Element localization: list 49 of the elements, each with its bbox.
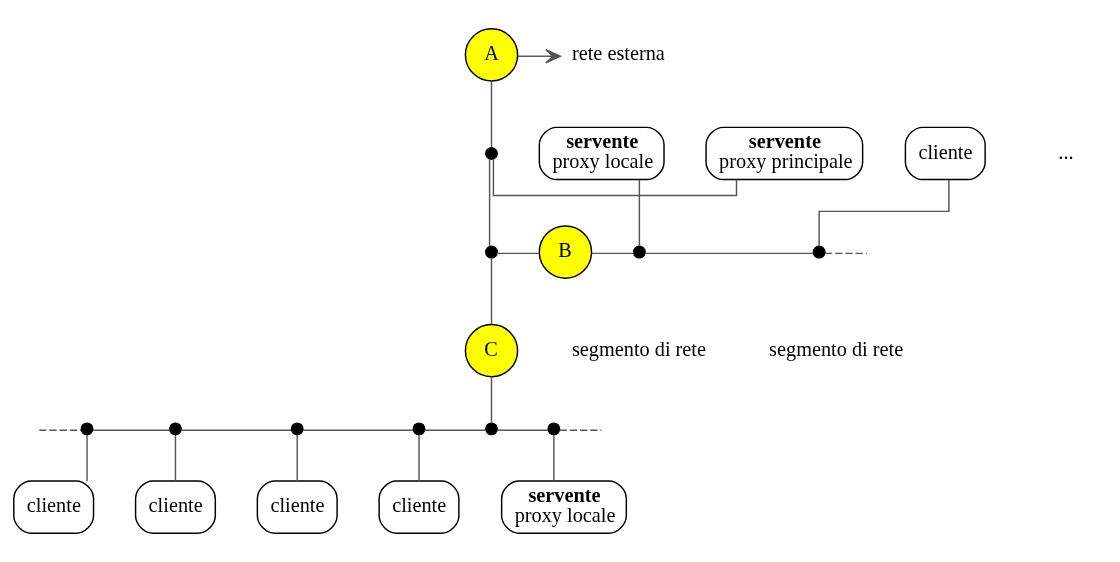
connector [824,252,868,255]
connector [644,252,814,255]
node-box: cliente [256,480,338,534]
connector [496,429,549,431]
node-dot [485,245,498,259]
node-box: cliente [904,126,986,181]
connector [496,252,541,255]
connector [92,429,171,431]
label: segmento di rete [571,338,707,361]
node-dot [290,422,304,436]
node-dot [80,422,94,436]
connector [488,158,491,248]
connector [559,429,603,431]
node-dot [547,422,561,436]
node-dot [485,422,498,436]
label: ... [1058,140,1074,163]
connector [38,429,82,431]
connector [553,434,555,482]
connector [638,179,641,247]
node-box: servente proxy locale [500,480,628,534]
node-box: servente proxy principale [705,126,864,181]
node-dot [812,245,826,259]
node-circle: B [538,225,593,279]
connector [180,429,292,431]
node-dot [485,147,498,160]
node-dot [169,422,182,436]
connector [490,257,493,326]
connector [423,429,487,431]
connector [302,429,414,431]
node-box: cliente [134,480,217,534]
connector [418,434,420,482]
connector [591,252,634,255]
arrow [516,48,562,64]
node-dot [632,245,646,259]
connector [296,434,298,482]
connector [86,434,88,482]
connector [490,376,493,424]
connector [818,179,950,247]
connector [174,434,177,482]
connector [492,158,738,197]
node-box: cliente [378,480,460,534]
label: segmento di rete [769,338,904,361]
connector [490,80,493,149]
node-dot [412,422,426,436]
node-circle: C [464,323,519,378]
node-box: cliente [13,480,95,534]
node-text: rete esterna [571,42,665,65]
node-box: servente proxy locale [538,126,665,181]
node-circle: A [464,28,519,82]
